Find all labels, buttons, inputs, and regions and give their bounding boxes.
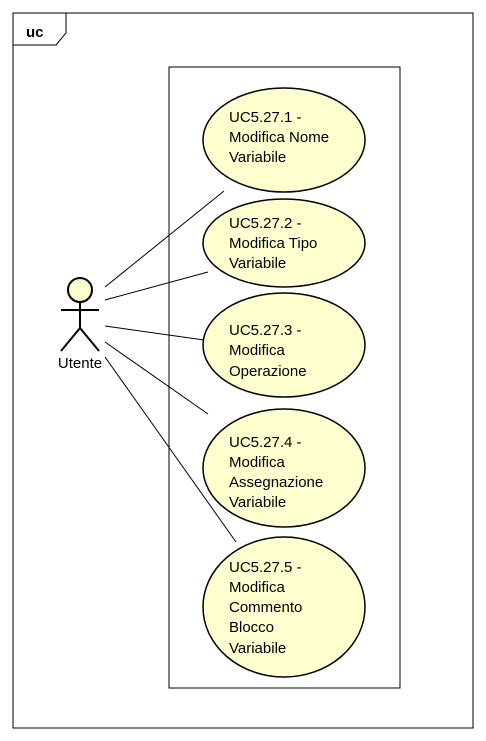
association-uc4 [104, 341, 209, 415]
use-case-ellipse [202, 87, 366, 193]
use-case-label: Variabile [229, 255, 286, 272]
use-case-2: UC5.27.2 - Modifica Tipo Variabile [202, 198, 366, 288]
use-case-label: UC5.27.2 - [229, 215, 302, 232]
use-case-label: Modifica [229, 454, 286, 471]
use-case-ellipse [202, 408, 366, 528]
association-uc5 [104, 356, 237, 543]
use-case-label: UC5.27.1 - [229, 109, 302, 126]
use-case-ellipse [202, 536, 366, 678]
use-case-label: UC5.27.3 - [229, 322, 302, 339]
use-case-label: Assegnazione [229, 474, 323, 491]
use-case-4: UC5.27.4 - Modifica Assegnazione Variabi… [202, 408, 366, 528]
use-case-label: Blocco [229, 619, 274, 636]
use-case-label: Operazione [229, 363, 307, 380]
frame-label: uc [26, 24, 44, 41]
use-case-label: Variabile [229, 149, 286, 166]
use-case-label: Modifica [229, 342, 286, 359]
use-case-label: UC5.27.4 - [229, 434, 302, 451]
actor-head [67, 277, 93, 303]
use-case-1: UC5.27.1 - Modifica Nome Variabile [202, 87, 366, 193]
actor-utente: Utente [58, 277, 102, 372]
use-case-label: Modifica Nome [229, 129, 329, 146]
use-case-3: UC5.27.3 - Modifica Operazione [202, 292, 366, 398]
actor-label: Utente [58, 355, 102, 372]
use-case-label: Variabile [229, 494, 286, 511]
use-case-label: Modifica Tipo [229, 235, 317, 252]
frame-tab [12, 12, 67, 46]
use-case-ellipse [202, 198, 366, 288]
use-case-5: UC5.27.5 - Modifica Commento Blocco Vari… [202, 536, 366, 678]
associations [104, 190, 237, 543]
use-case-ellipse [202, 292, 366, 398]
association-uc2 [104, 271, 209, 301]
use-case-label: Commento [229, 599, 302, 616]
actor-left-leg [60, 327, 81, 352]
use-case-label: Modifica [229, 579, 286, 596]
use-case-label: Variabile [229, 640, 286, 657]
association-uc3 [104, 325, 205, 341]
use-case-label: UC5.27.5 - [229, 559, 302, 576]
system-boundary [168, 66, 401, 689]
actor-right-leg [79, 327, 100, 352]
association-uc1 [104, 190, 225, 288]
